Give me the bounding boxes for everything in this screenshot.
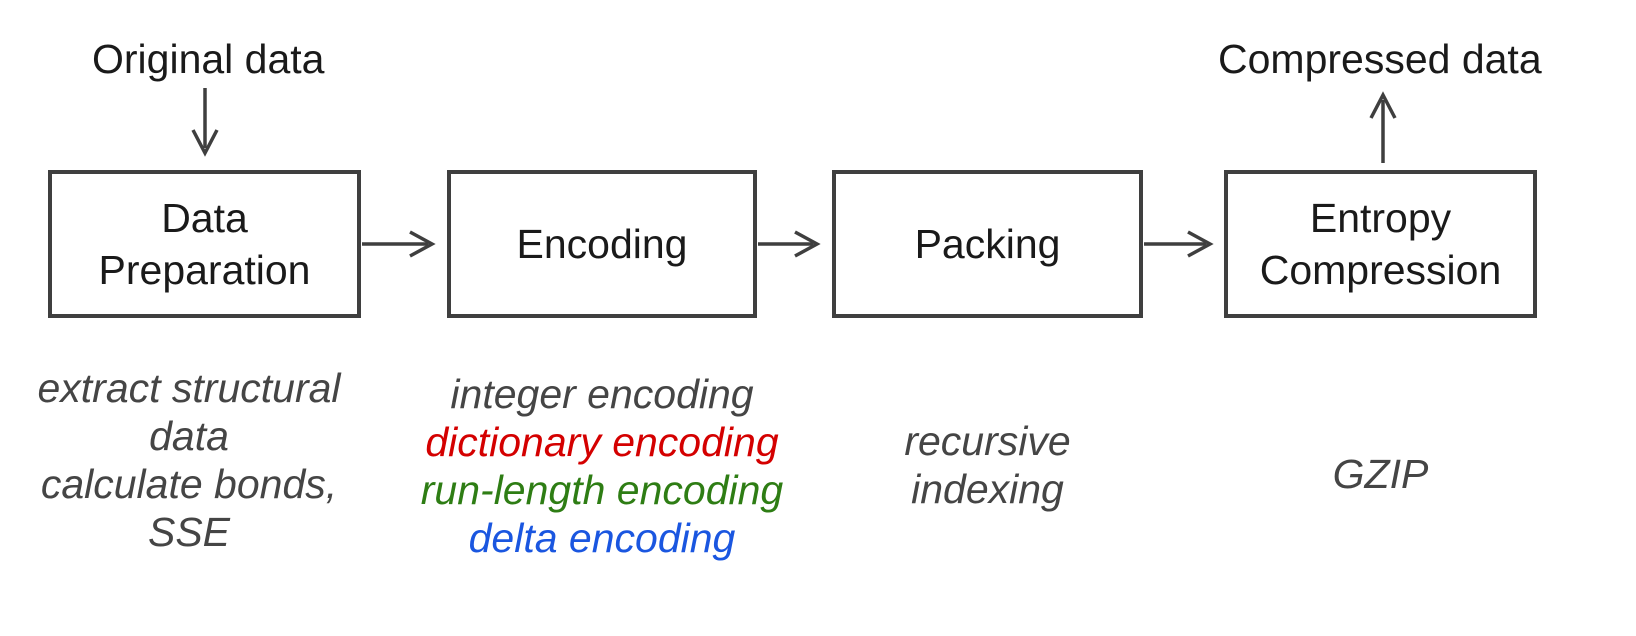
note-integer-encoding: integer encoding: [450, 371, 754, 417]
stage-name-line: Preparation: [98, 247, 311, 293]
note-line: data: [149, 413, 229, 459]
input-label: Original data: [92, 36, 325, 82]
note-line: indexing: [911, 466, 1064, 512]
note-line: GZIP: [1332, 451, 1429, 497]
arrow-packing-to-entropy: [1144, 230, 1214, 258]
note-line: calculate bonds,: [40, 461, 338, 507]
notes-data-preparation: extract structural data calculate bonds,…: [0, 364, 378, 556]
stage-name-line: Compression: [1259, 247, 1502, 293]
note-run-length-encoding: run-length encoding: [420, 467, 784, 513]
stage-encoding: Encoding: [447, 170, 757, 318]
note-line: recursive: [904, 418, 1071, 464]
stage-name-line: Entropy: [1309, 195, 1452, 241]
stage-entropy-compression: Entropy Compression: [1224, 170, 1537, 318]
note-line: extract structural: [37, 365, 341, 411]
stage-name-line: Data: [161, 195, 248, 241]
note-dictionary-encoding: dictionary encoding: [425, 419, 779, 465]
arrow-preparation-to-encoding: [362, 230, 436, 258]
input-arrow: [191, 88, 219, 157]
note-line: SSE: [147, 509, 231, 555]
notes-packing: recursive indexing: [832, 417, 1143, 513]
stage-packing: Packing: [832, 170, 1143, 318]
stage-name-line: Packing: [914, 221, 1061, 267]
note-delta-encoding: delta encoding: [468, 515, 736, 561]
output-arrow: [1369, 91, 1397, 163]
arrow-encoding-to-packing: [758, 230, 821, 258]
output-label: Compressed data: [1218, 36, 1542, 82]
notes-encoding: integer encoding dictionary encoding run…: [392, 370, 812, 562]
stage-data-preparation: Data Preparation: [48, 170, 361, 318]
notes-entropy: GZIP: [1224, 450, 1537, 498]
stage-name-line: Encoding: [516, 221, 688, 267]
